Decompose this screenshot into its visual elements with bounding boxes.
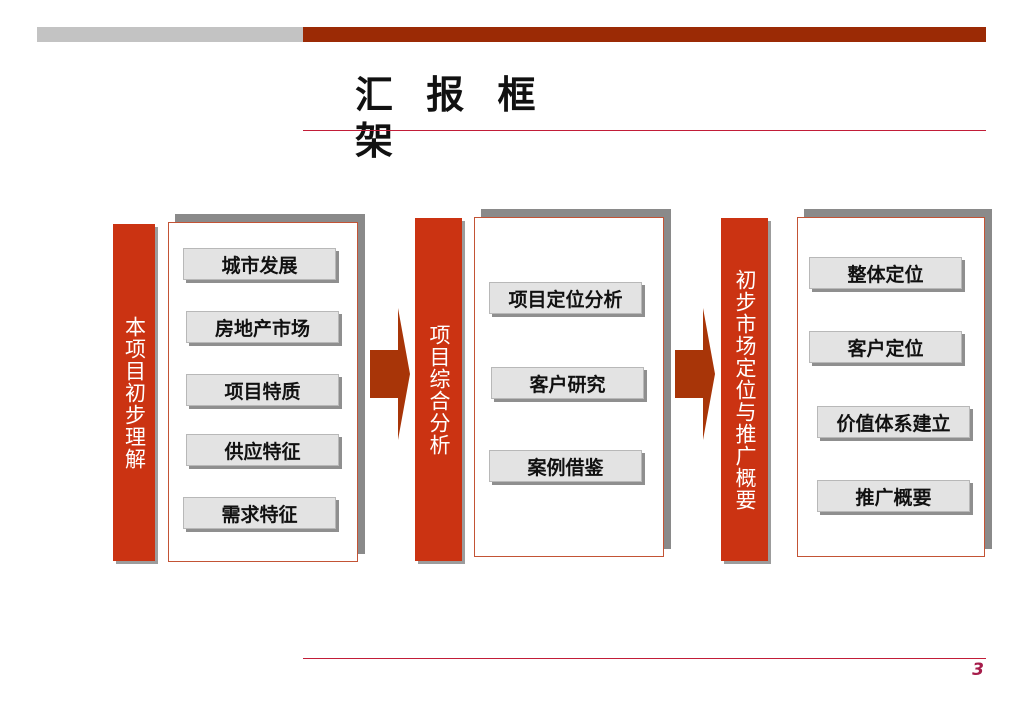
- section-2-item-1: 项目定位分析: [489, 282, 642, 314]
- section-3-label-text: 初步市场定位与推广概要: [733, 268, 757, 511]
- footer-rule: [303, 658, 986, 659]
- arrow-right-icon: [675, 308, 715, 440]
- section-3-item-1: 整体定位: [809, 257, 962, 289]
- section-2-item-3: 案例借鉴: [489, 450, 642, 482]
- header-gray-bar: [37, 27, 303, 42]
- section-2-label: 项目综合分析: [415, 218, 462, 561]
- section-1-item-2: 房地产市场: [186, 311, 339, 343]
- section-1-item-4: 供应特征: [186, 434, 339, 466]
- page-number: 3: [972, 660, 984, 680]
- section-3-item-2: 客户定位: [809, 331, 962, 363]
- section-2-item-2: 客户研究: [491, 367, 644, 399]
- section-3-item-3: 价值体系建立: [817, 406, 970, 438]
- title-underline: [303, 130, 986, 131]
- section-1-item-5: 需求特征: [183, 497, 336, 529]
- slide-title: 汇 报 框 架: [355, 73, 546, 163]
- section-1-item-1: 城市发展: [183, 248, 336, 280]
- arrow-right-icon: [370, 308, 410, 440]
- section-3-label: 初步市场定位与推广概要: [721, 218, 768, 561]
- section-3-item-4: 推广概要: [817, 480, 970, 512]
- section-1-label: 本项目初步理解: [113, 224, 155, 561]
- section-2-label-text: 项目综合分析: [427, 323, 451, 456]
- header-red-bar: [303, 27, 986, 42]
- section-1-label-text: 本项目初步理解: [122, 315, 147, 470]
- section-1-item-3: 项目特质: [186, 374, 339, 406]
